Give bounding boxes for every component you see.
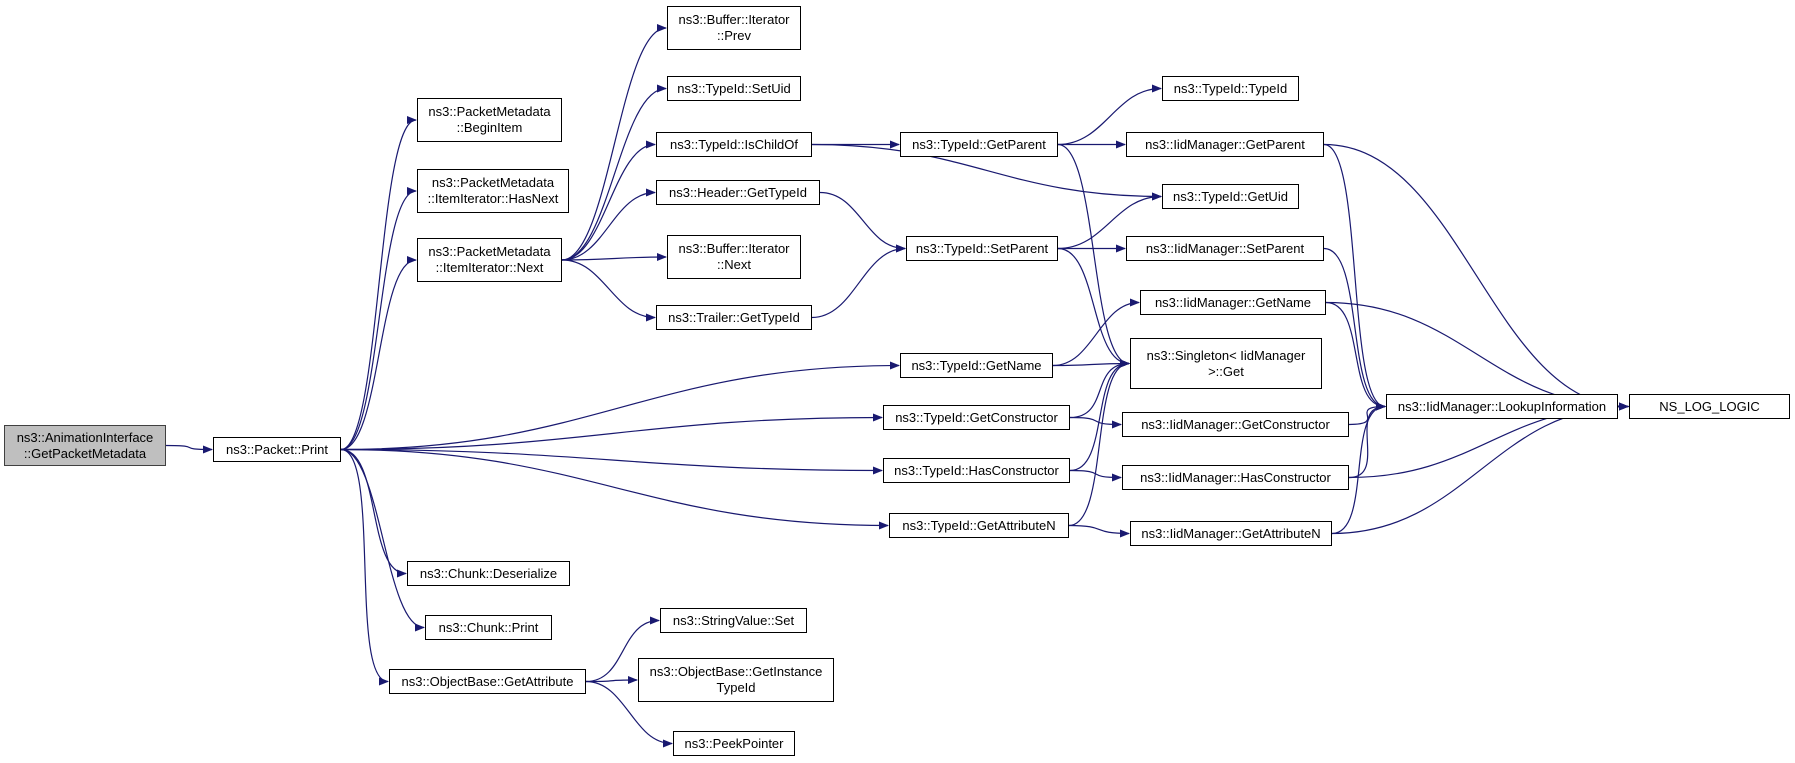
edge-ischildof-to-getuid — [811, 143, 1162, 201]
edge-print-to-getattrn — [340, 448, 889, 530]
node-getctor[interactable]: ns3::TypeId::GetConstructor — [883, 405, 1070, 430]
node-iidgetparent[interactable]: ns3::IidManager::GetParent — [1126, 132, 1324, 157]
node-getattrn[interactable]: ns3::TypeId::GetAttributeN — [889, 513, 1069, 538]
node-lookup[interactable]: ns3::IidManager::LookupInformation — [1386, 394, 1618, 419]
node-chunkprint[interactable]: ns3::Chunk::Print — [425, 615, 552, 640]
node-getuid[interactable]: ns3::TypeId::GetUid — [1162, 184, 1299, 209]
node-hasnext[interactable]: ns3::PacketMetadata ::ItemIterator::HasN… — [417, 169, 569, 213]
node-ischildof[interactable]: ns3::TypeId::IsChildOf — [656, 132, 812, 157]
edge-trltypeid-to-setparent — [811, 244, 906, 319]
edge-getattr-to-getinst — [585, 676, 638, 685]
edge-hdrtypeid-to-setparent — [819, 191, 906, 253]
edge-print-to-itnext — [340, 256, 417, 451]
edge-itnext-to-ischildof — [561, 140, 656, 261]
edge-iidgetctor-to-lookup — [1348, 402, 1386, 426]
edge-root-to-print — [165, 444, 213, 454]
edge-iidgetattrn-to-nslog — [1331, 402, 1629, 535]
node-getname[interactable]: ns3::TypeId::GetName — [900, 353, 1053, 378]
node-setuid[interactable]: ns3::TypeId::SetUid — [667, 76, 801, 101]
edge-itnext-to-bufnext — [561, 253, 667, 262]
edge-print-to-chunkprint — [340, 448, 425, 632]
node-singleton[interactable]: ns3::Singleton< IidManager >::Get — [1130, 338, 1322, 389]
edge-hasctor-to-iidhasctor — [1069, 469, 1122, 482]
node-peek[interactable]: ns3::PeekPointer — [673, 731, 795, 756]
edge-print-to-getctor — [340, 413, 883, 451]
edge-itnext-to-hdrtypeid — [561, 188, 656, 261]
edge-setparent-to-singleton — [1057, 247, 1130, 368]
node-itnext[interactable]: ns3::PacketMetadata ::ItemIterator::Next — [417, 238, 562, 282]
node-iidhasctor[interactable]: ns3::IidManager::HasConstructor — [1122, 465, 1349, 490]
edge-itnext-to-trltypeid — [561, 259, 656, 322]
node-iidgetattrn[interactable]: ns3::IidManager::GetAttributeN — [1130, 521, 1332, 546]
edge-itnext-to-bufprev — [561, 24, 667, 261]
node-trltypeid[interactable]: ns3::Trailer::GetTypeId — [656, 305, 812, 330]
edge-getctor-to-singleton — [1069, 359, 1130, 419]
edge-iidgetparent-to-lookup — [1323, 143, 1386, 411]
edge-print-to-hasnext — [340, 187, 417, 451]
edge-hasctor-to-singleton — [1069, 359, 1130, 472]
node-bufprev[interactable]: ns3::Buffer::Iterator ::Prev — [667, 6, 801, 50]
edge-getname-to-iidgetname — [1052, 298, 1140, 367]
node-getparent[interactable]: ns3::TypeId::GetParent — [900, 132, 1058, 157]
node-hasctor[interactable]: ns3::TypeId::HasConstructor — [883, 458, 1070, 483]
edge-getattrn-to-iidgetattrn — [1068, 524, 1130, 538]
edge-print-to-getname — [340, 361, 900, 451]
edge-iidgetparent-to-nslog — [1323, 143, 1629, 411]
node-strset[interactable]: ns3::StringValue::Set — [660, 608, 807, 633]
node-getattr[interactable]: ns3::ObjectBase::GetAttribute — [389, 669, 586, 694]
node-hdrtypeid[interactable]: ns3::Header::GetTypeId — [656, 180, 820, 205]
edge-getparent-to-singleton — [1057, 143, 1130, 368]
edge-getctor-to-iidgetctor — [1069, 416, 1122, 429]
edge-print-to-deser — [340, 448, 407, 578]
edge-itnext-to-setuid — [561, 84, 667, 261]
edge-iidgetname-to-lookup — [1325, 301, 1386, 411]
edge-getattr-to-strset — [585, 616, 660, 683]
edge-getparent-to-typeidctor — [1057, 84, 1162, 146]
edge-setparent-to-getuid — [1057, 192, 1162, 250]
edge-print-to-hasctor — [340, 448, 883, 475]
edge-getattrn-to-singleton — [1068, 359, 1130, 527]
edge-print-to-getattr — [340, 448, 389, 686]
node-getinst[interactable]: ns3::ObjectBase::GetInstance TypeId — [638, 658, 834, 702]
node-deser[interactable]: ns3::Chunk::Deserialize — [407, 561, 570, 586]
edge-getname-to-singleton — [1052, 359, 1130, 368]
node-iidsetparent[interactable]: ns3::IidManager::SetParent — [1126, 236, 1324, 261]
edge-iidsetparent-to-lookup — [1323, 247, 1386, 411]
edge-getattr-to-peek — [585, 680, 673, 748]
node-beginitem[interactable]: ns3::PacketMetadata ::BeginItem — [417, 98, 562, 142]
node-setparent[interactable]: ns3::TypeId::SetParent — [906, 236, 1058, 261]
edge-print-to-beginitem — [340, 116, 417, 451]
node-print[interactable]: ns3::Packet::Print — [213, 437, 341, 462]
edge-iidgetattrn-to-lookup — [1331, 402, 1386, 535]
node-typeidctor[interactable]: ns3::TypeId::TypeId — [1162, 76, 1299, 101]
node-iidgetname[interactable]: ns3::IidManager::GetName — [1140, 290, 1326, 315]
node-bufnext[interactable]: ns3::Buffer::Iterator ::Next — [667, 235, 801, 279]
node-iidgetctor[interactable]: ns3::IidManager::GetConstructor — [1122, 412, 1349, 437]
node-root: ns3::AnimationInterface ::GetPacketMetad… — [4, 425, 166, 466]
node-nslog[interactable]: NS_LOG_LOGIC — [1629, 394, 1790, 419]
edge-iidhasctor-to-lookup — [1348, 402, 1386, 479]
